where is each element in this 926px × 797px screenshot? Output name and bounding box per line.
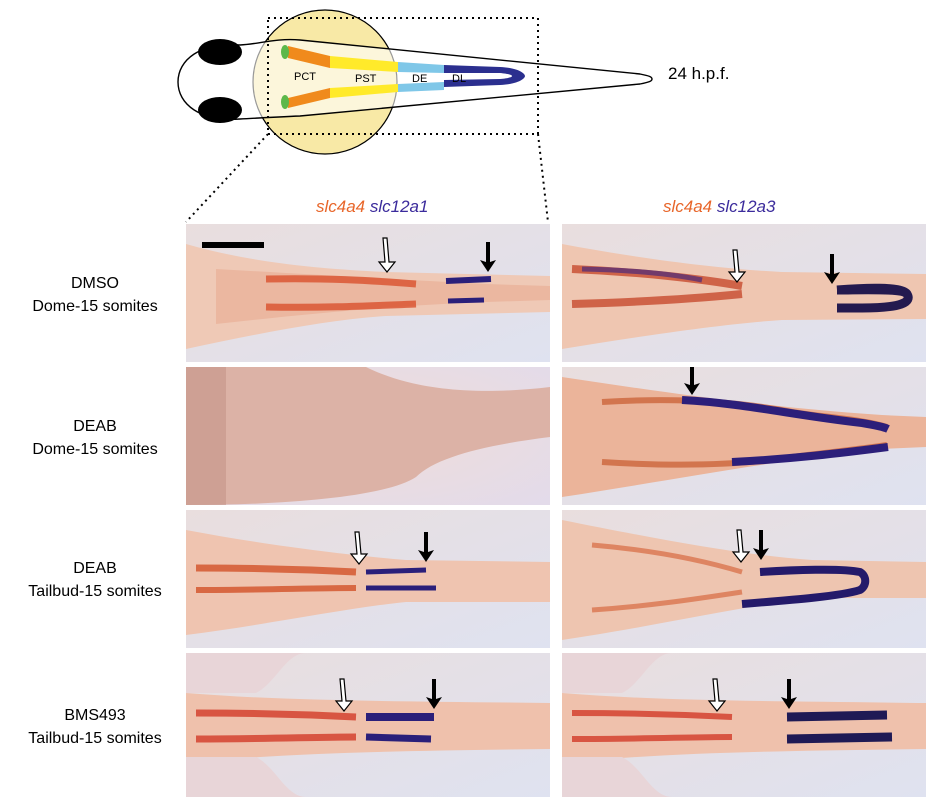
solid-arrow-icon [418, 532, 434, 562]
eye-icon [198, 39, 242, 65]
segment-label-pct: PCT [294, 71, 316, 83]
row-label-2: DEAB Dome-15 somites [0, 415, 190, 461]
micrograph-deab-dome-slc12a3 [562, 367, 926, 505]
open-arrow-icon [727, 249, 747, 283]
stage-label: 24 h.p.f. [668, 64, 730, 83]
de-segment-upper [398, 62, 444, 73]
row-label-4: BMS493 Tailbud-15 somites [0, 704, 190, 750]
solid-arrow-icon [480, 242, 496, 272]
micrograph-bms493-slc12a1 [186, 653, 550, 797]
solid-arrow-icon [824, 254, 840, 284]
micrograph-deab-dome-slc12a1 [186, 367, 550, 505]
solid-arrow-icon [781, 679, 797, 709]
eye-icon [198, 97, 242, 123]
zoom-line-right [537, 133, 549, 223]
row-label-1: DMSO Dome-15 somites [0, 272, 190, 318]
micrograph-bms493-slc12a3 [562, 653, 926, 797]
pst-segment-lower [330, 84, 398, 98]
row-label-line: DEAB [73, 418, 117, 435]
glomerulus-icon [281, 45, 289, 59]
row-label-3: DEAB Tailbud-15 somites [0, 557, 190, 603]
row-label-line: DEAB [73, 560, 117, 577]
gene-label: slc12a3 [716, 197, 776, 216]
micrograph-deab-tailbud-slc12a3 [562, 510, 926, 648]
row-label-line: Tailbud-15 somites [28, 583, 162, 600]
gene-label: slc12a1 [369, 197, 429, 216]
column-header-2: slc4a4 slc12a3 [663, 197, 775, 217]
glomerulus-icon [281, 95, 289, 109]
pct-segment-upper [288, 46, 330, 68]
dl-segment [444, 65, 525, 87]
gene-label: slc4a4 [316, 197, 366, 216]
solid-arrow-icon [426, 679, 442, 709]
solid-arrow-icon [684, 367, 700, 395]
open-arrow-icon [377, 237, 397, 273]
micrograph-deab-tailbud-slc12a1 [186, 510, 550, 648]
gene-label: slc4a4 [663, 197, 713, 216]
row-label-line: Dome-15 somites [32, 298, 158, 315]
micrograph-dmso-slc12a3 [562, 224, 926, 362]
segment-label-pst: PST [355, 73, 377, 85]
scale-bar [202, 242, 264, 248]
zoom-line-left [185, 133, 269, 223]
open-arrow-icon [707, 678, 727, 712]
de-segment-lower [398, 82, 444, 92]
embryo-schematic: PCT PST DE DL [177, 9, 653, 223]
open-arrow-icon [349, 531, 369, 565]
row-label-line: Tailbud-15 somites [28, 730, 162, 747]
micrograph-dmso-slc12a1 [186, 224, 550, 362]
open-arrow-icon [731, 529, 751, 563]
solid-arrow-icon [753, 530, 769, 560]
row-label-line: Dome-15 somites [32, 441, 158, 458]
zoom-box [267, 17, 539, 135]
segment-label-de: DE [412, 73, 427, 85]
row-label-line: DMSO [71, 275, 119, 292]
row-label-line: BMS493 [64, 707, 126, 724]
open-arrow-icon [334, 678, 354, 712]
pct-segment-lower [288, 88, 330, 108]
pst-segment-upper [330, 56, 398, 72]
column-header-1: slc4a4 slc12a1 [316, 197, 428, 217]
segment-label-dl: DL [452, 73, 466, 85]
